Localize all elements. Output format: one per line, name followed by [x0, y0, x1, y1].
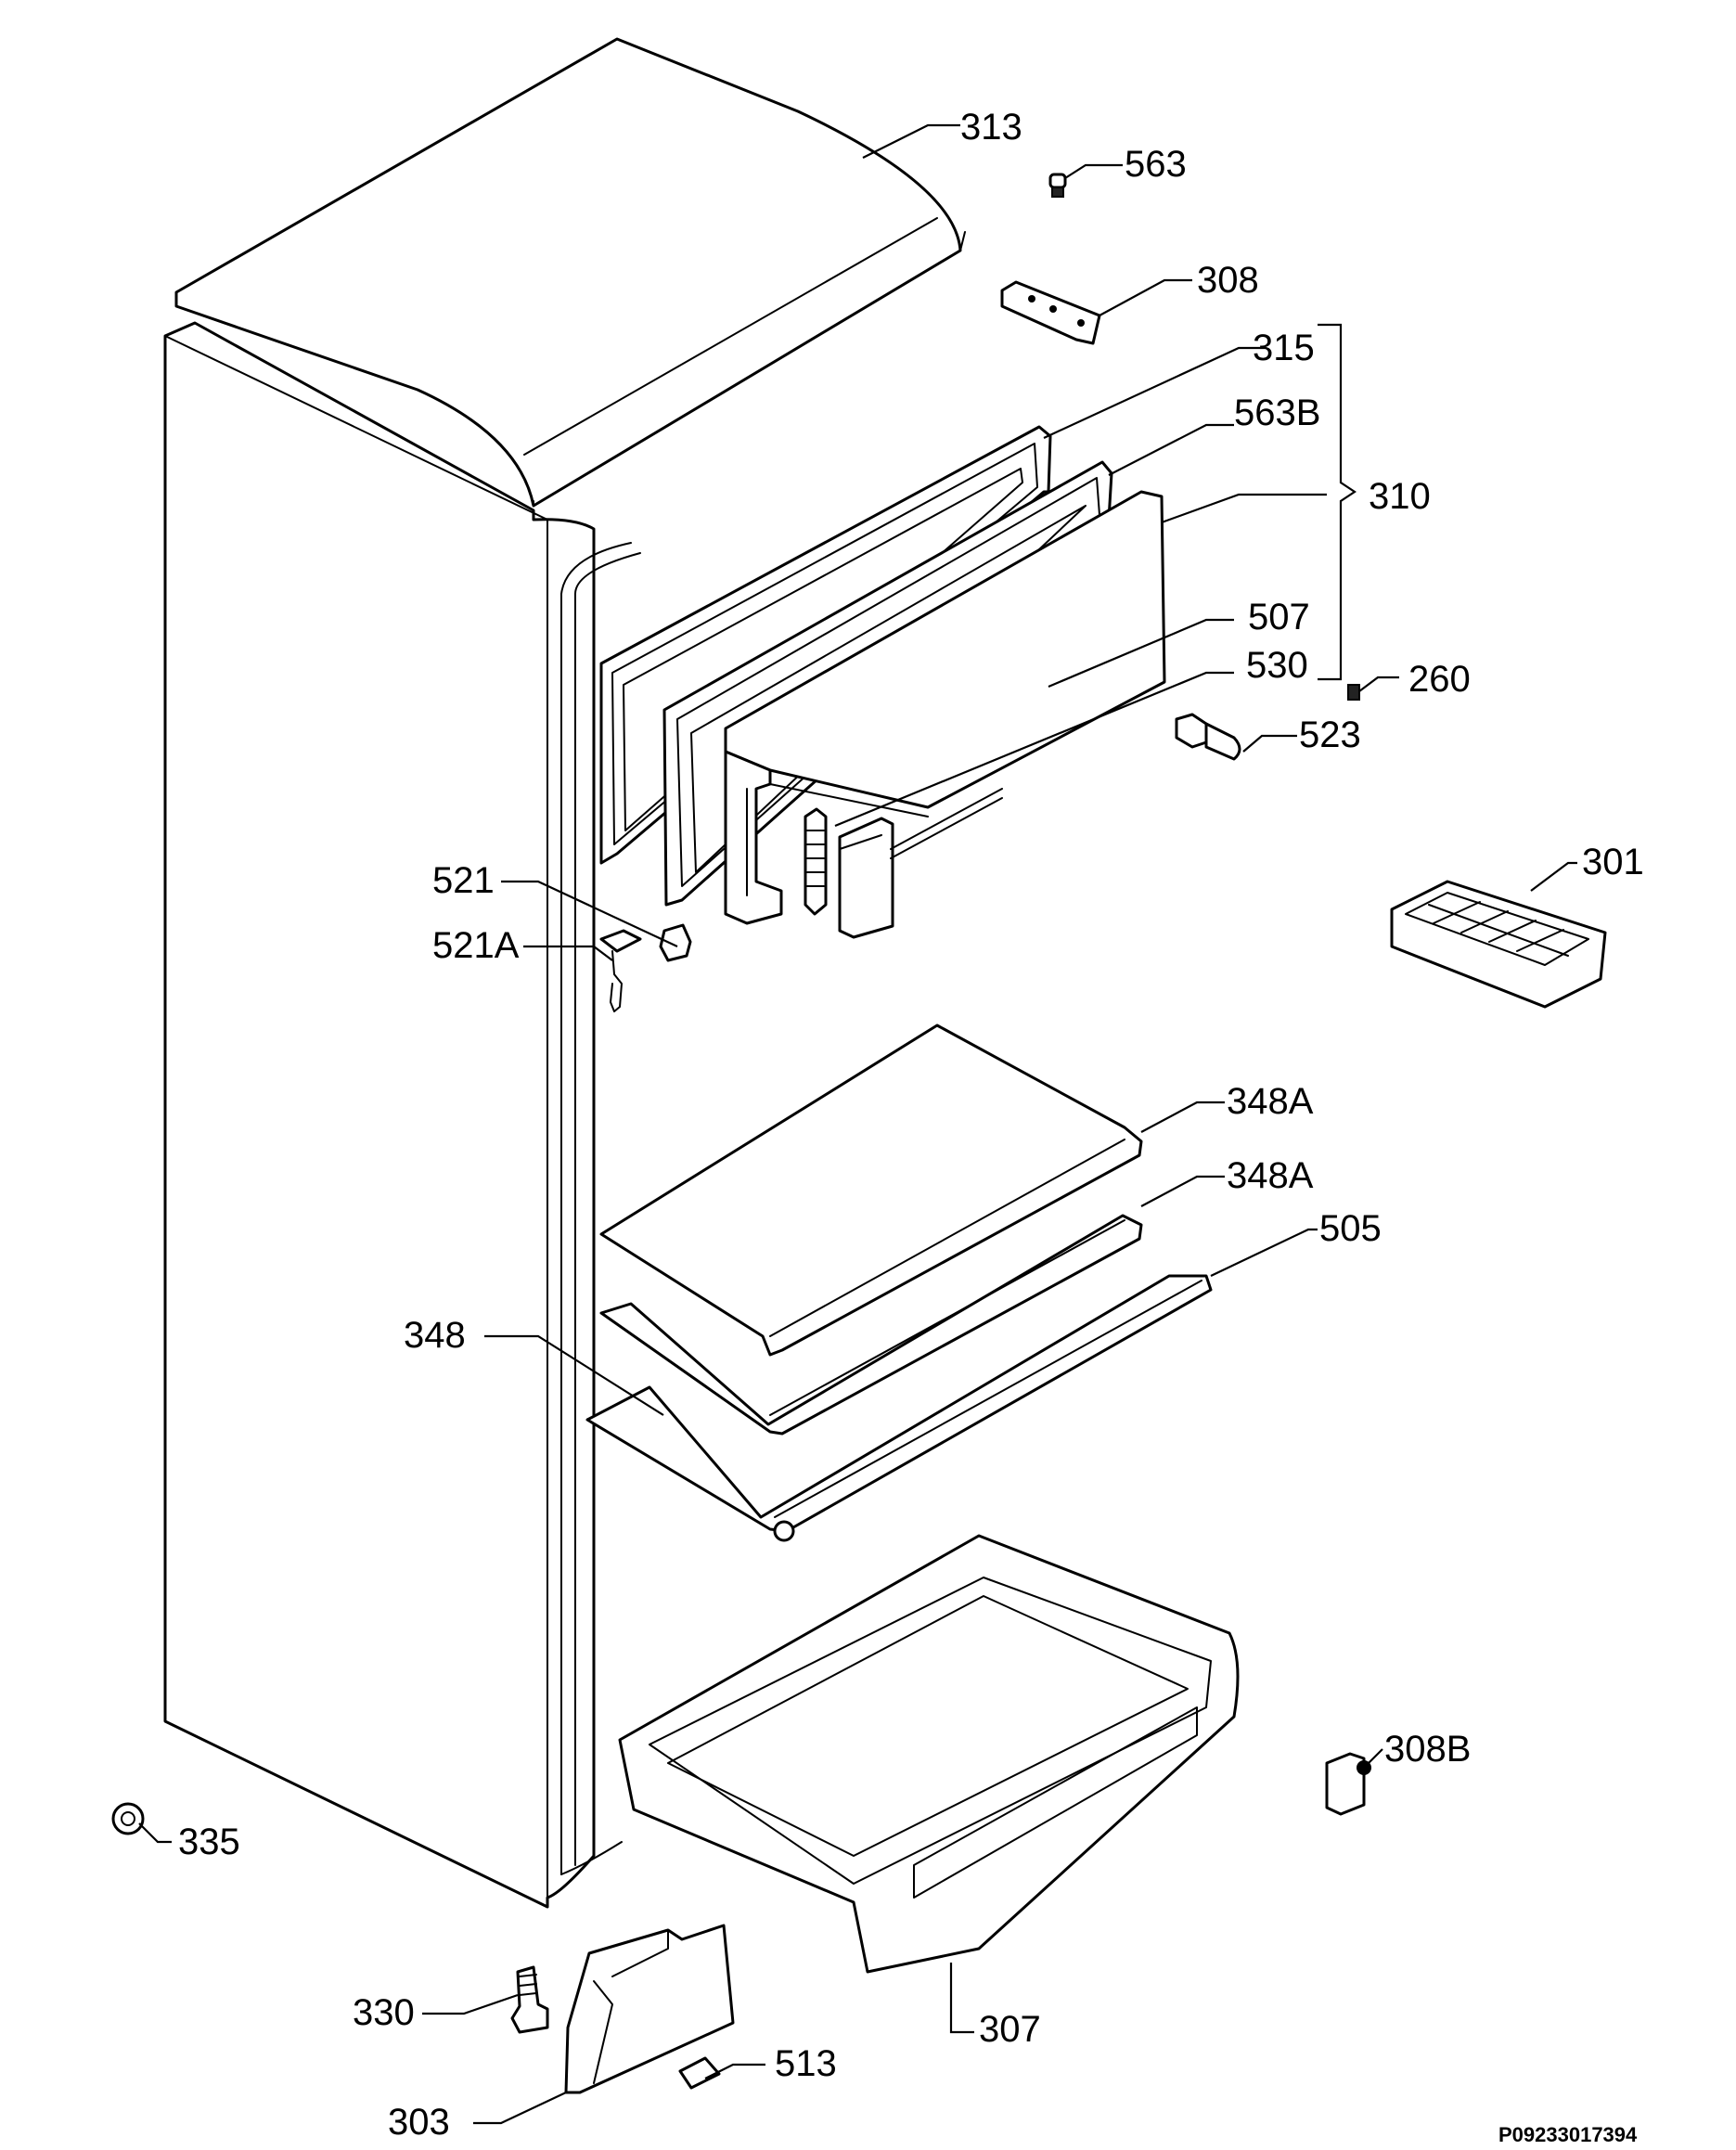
- part-260-clip: [1347, 684, 1360, 701]
- part-530-latch: [804, 807, 828, 916]
- part-507-bracket: [724, 750, 783, 925]
- label-521: 521: [432, 860, 495, 901]
- label-530: 530: [1246, 645, 1308, 686]
- label-563b: 563B: [1234, 393, 1320, 433]
- part-523-block: [1175, 713, 1241, 761]
- part-348a-upper-shelf: [599, 1024, 1143, 1357]
- label-308: 308: [1197, 260, 1259, 301]
- label-335: 335: [178, 1822, 240, 1862]
- part-335-foot: [111, 1802, 145, 1835]
- part-307-drawer: [618, 1534, 1240, 1974]
- label-330: 330: [353, 1992, 415, 2033]
- label-310: 310: [1369, 476, 1431, 517]
- part-308-hinge: [1000, 280, 1101, 345]
- part-348a-middle-shelf: [599, 1214, 1143, 1435]
- part-303-kick-plate: [564, 1924, 735, 2094]
- label-521a: 521A: [432, 925, 520, 966]
- part-513-plug: [678, 2056, 721, 2090]
- label-315: 315: [1253, 328, 1315, 368]
- label-505: 505: [1319, 1208, 1382, 1249]
- drawing-code: P09233017394: [1498, 2123, 1638, 2146]
- part-313-top-cover: [174, 37, 966, 508]
- callout-labels: 313 563 308 315 563B 310 507 530 260 523…: [178, 107, 1644, 2146]
- label-348a-middle: 348A: [1227, 1155, 1314, 1196]
- callout-leaders: [138, 123, 1577, 2125]
- label-348: 348: [404, 1315, 466, 1356]
- part-523-handle: [838, 817, 894, 939]
- part-301-ice-tray: [1390, 880, 1607, 1009]
- label-301: 301: [1582, 842, 1644, 882]
- part-348-lower-shelf: [585, 1274, 1213, 1542]
- label-563: 563: [1125, 144, 1187, 185]
- label-307: 307: [979, 2009, 1041, 2050]
- label-348a-upper: 348A: [1227, 1081, 1314, 1122]
- label-260: 260: [1408, 659, 1471, 700]
- label-507: 507: [1248, 597, 1310, 637]
- part-330-screw: [510, 1965, 549, 2034]
- label-313: 313: [960, 107, 1022, 148]
- part-521a-thermostat: [599, 929, 642, 1012]
- part-563-screw: [1048, 173, 1067, 198]
- label-303: 303: [388, 2102, 450, 2143]
- part-521-knob: [659, 923, 692, 962]
- label-513: 513: [775, 2043, 837, 2084]
- door-rail: [890, 788, 1003, 859]
- label-523: 523: [1299, 715, 1361, 755]
- label-308b: 308B: [1384, 1729, 1471, 1770]
- part-308b-lower-hinge: [1325, 1752, 1371, 1816]
- cabinet-body: [163, 321, 641, 1909]
